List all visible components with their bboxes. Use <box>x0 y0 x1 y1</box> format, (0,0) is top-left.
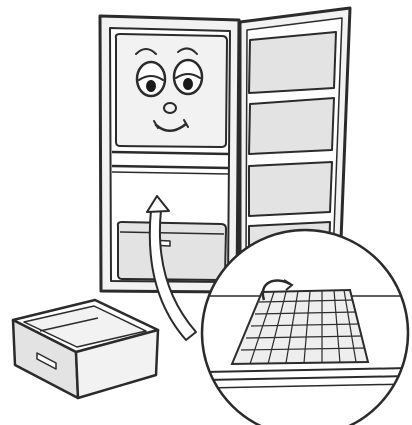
door-bin-3 <box>249 162 332 216</box>
door-bin-2 <box>249 98 334 154</box>
right-pupil <box>183 78 193 90</box>
drawer-icon <box>13 300 158 398</box>
left-pupil <box>146 80 156 92</box>
wire-grid-shelf-icon <box>202 230 410 425</box>
crisper-drawer <box>118 222 226 280</box>
door-bin-1 <box>249 32 336 93</box>
